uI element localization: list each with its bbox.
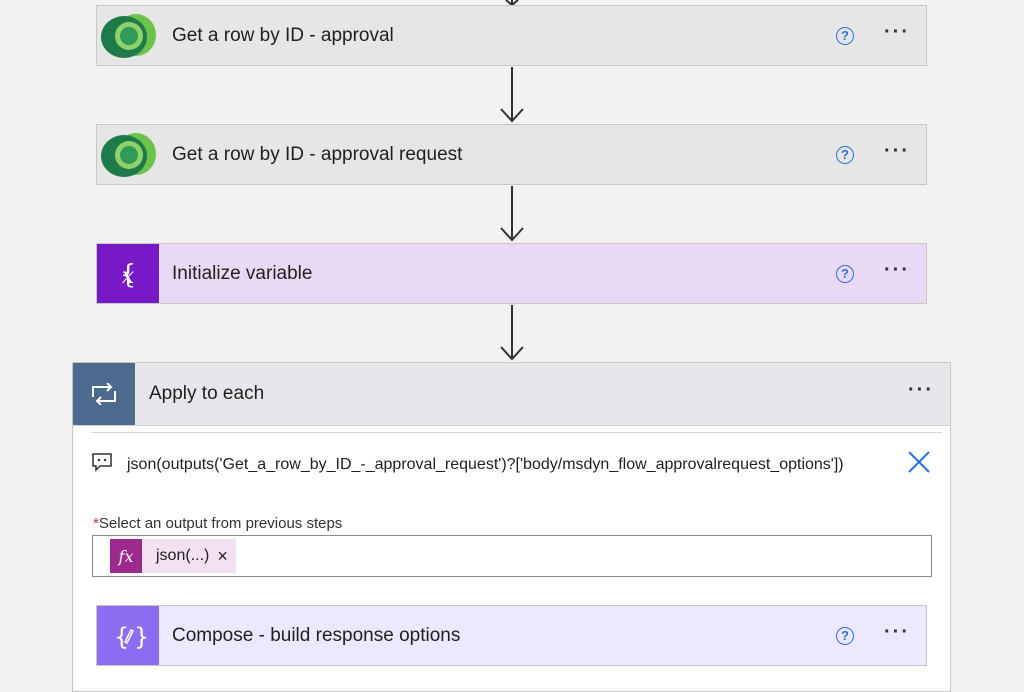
step-title: Get a row by ID - approval request [172, 143, 463, 165]
variable-icon: { x [97, 244, 159, 303]
step-compose-build-response-options[interactable]: { } Compose - build response options ? ·… [96, 605, 927, 666]
step-title: Compose - build response options [172, 624, 461, 646]
help-icon[interactable]: ? [836, 145, 855, 164]
step-get-row-approval-request[interactable]: Get a row by ID - approval request ? ··· [96, 124, 927, 185]
comment-icon[interactable] [91, 452, 113, 477]
svg-text:x: x [122, 264, 135, 289]
dataverse-icon [97, 6, 159, 65]
output-select-input[interactable]: fx json(...) × [92, 535, 932, 577]
help-icon[interactable]: ? [836, 264, 855, 283]
more-options-icon[interactable]: ··· [884, 20, 910, 43]
step-get-row-approval[interactable]: Get a row by ID - approval ? ··· [96, 5, 927, 66]
compose-icon: { } [97, 606, 159, 665]
connector-arrow [496, 305, 528, 362]
more-options-icon[interactable]: ··· [884, 258, 910, 281]
connector-arrow [496, 67, 528, 124]
divider [91, 432, 942, 433]
fx-icon: fx [110, 539, 142, 573]
apply-to-each-title: Apply to each [149, 383, 265, 404]
more-options-icon[interactable]: ··· [884, 139, 910, 162]
remove-token-icon[interactable]: × [217, 545, 228, 566]
help-icon[interactable]: ? [836, 26, 855, 45]
more-options-icon[interactable]: ··· [908, 379, 934, 401]
step-title: Get a row by ID - approval [172, 24, 394, 46]
expression-row: json(outputs('Get_a_row_by_ID_-_approval… [91, 450, 931, 479]
svg-text:{: { [120, 260, 137, 290]
more-options-icon[interactable]: ··· [884, 620, 910, 643]
expression-text: json(outputs('Get_a_row_by_ID_-_approval… [127, 455, 844, 473]
apply-to-each-container: Apply to each ··· json(outputs('Get_a_ro… [72, 362, 951, 692]
token-label: json(...) [156, 547, 210, 564]
svg-text:{: { [114, 623, 129, 651]
apply-to-each-header[interactable]: Apply to each ··· [73, 363, 950, 426]
loop-icon [73, 363, 135, 425]
field-label: *Select an output from previous steps [93, 515, 342, 532]
expression-token[interactable]: fx json(...) × [110, 539, 236, 573]
field-label-text: Select an output from previous steps [98, 515, 343, 532]
step-initialize-variable[interactable]: { x Initialize variable ? ··· [96, 243, 927, 304]
close-icon[interactable] [907, 450, 931, 479]
connector-arrow [496, 186, 528, 243]
dataverse-icon [97, 125, 159, 184]
step-title: Initialize variable [172, 262, 313, 284]
required-mark: * [93, 515, 99, 532]
svg-text:}: } [134, 623, 148, 651]
help-icon[interactable]: ? [836, 626, 855, 645]
